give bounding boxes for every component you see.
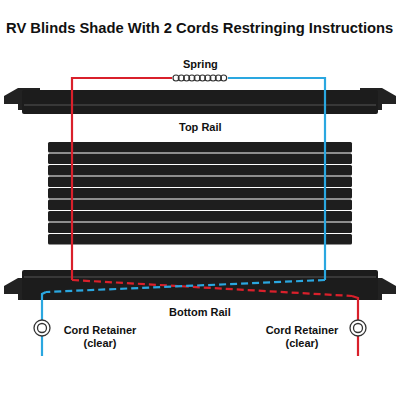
part-label: Top Rail bbox=[179, 121, 222, 134]
part-label: Bottom Rail bbox=[169, 306, 231, 319]
part-label: Spring bbox=[183, 58, 218, 71]
part-label: Cord Retainer (clear) bbox=[56, 324, 144, 349]
part-label: Cord Retainer (clear) bbox=[258, 324, 346, 349]
shade-pleats bbox=[48, 142, 352, 245]
diagram-title: RV Blinds Shade With 2 Cords Restringing… bbox=[6, 20, 393, 37]
mounting-brackets bbox=[4, 88, 396, 300]
cords bbox=[42, 78, 358, 356]
spring-symbol bbox=[173, 75, 227, 81]
